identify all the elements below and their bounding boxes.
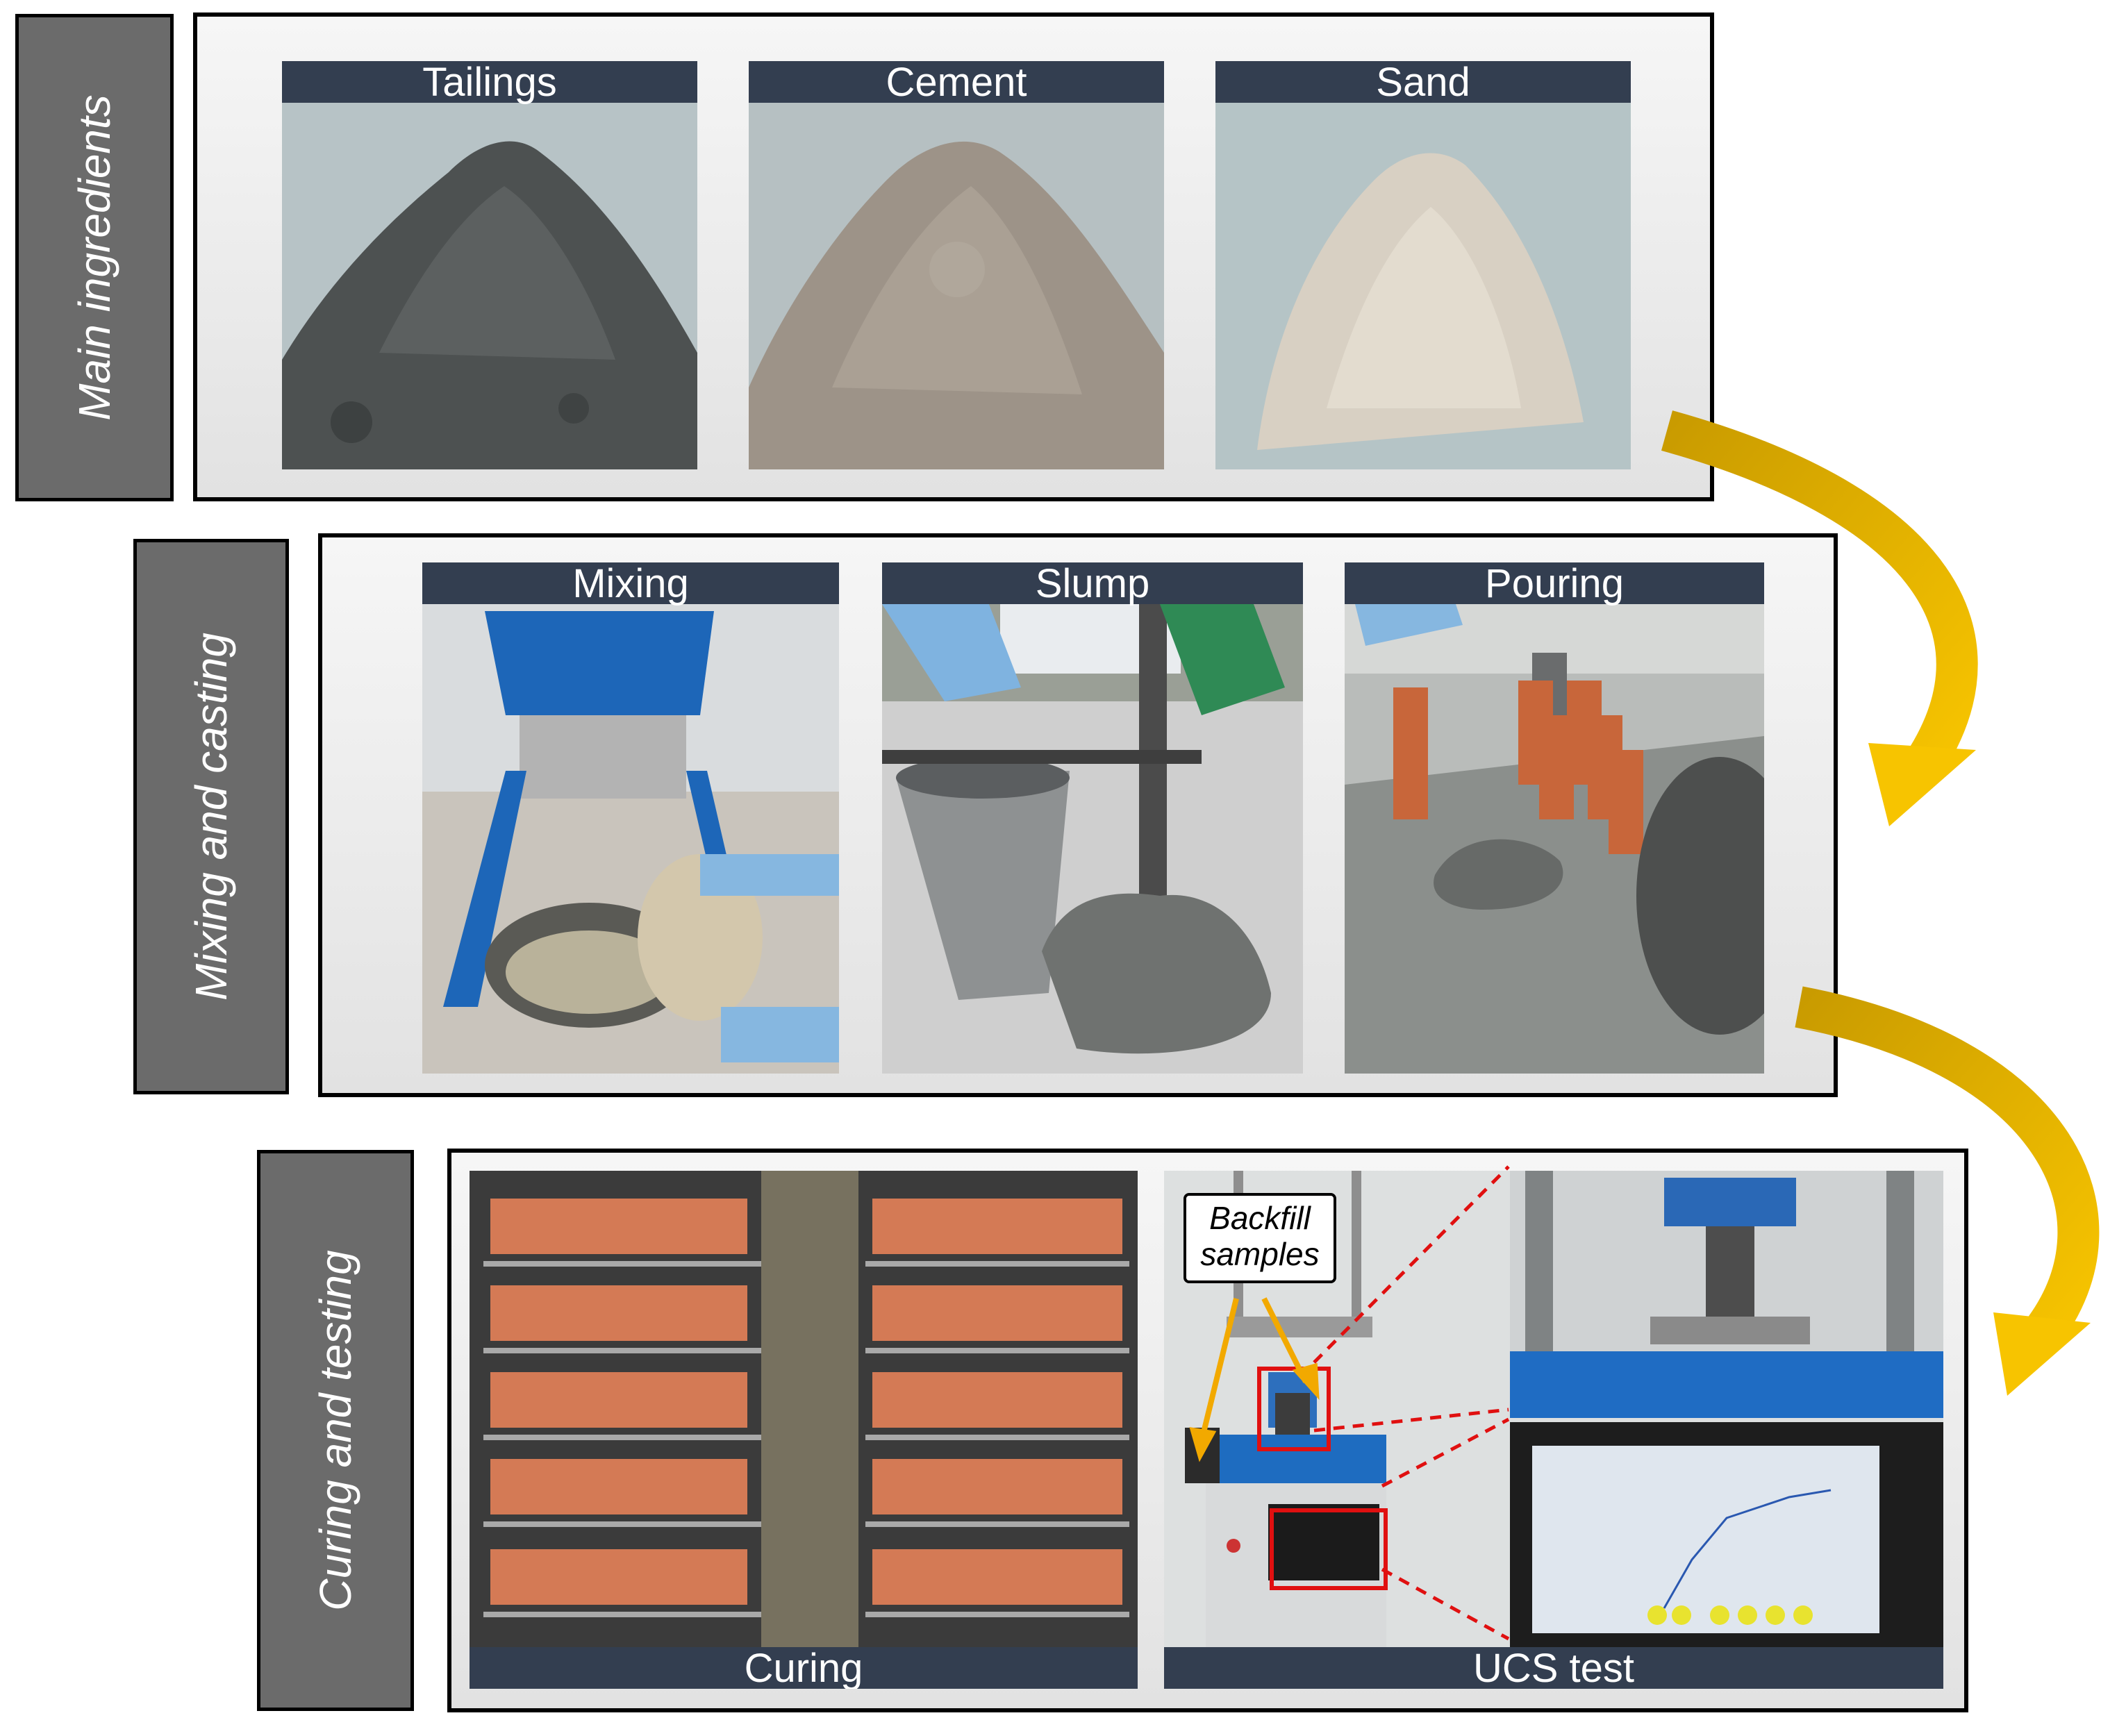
caption-tailings: Tailings — [282, 61, 697, 104]
photo-tailings: Tailings — [282, 61, 697, 469]
photo-slump: Slump — [882, 562, 1303, 1074]
stage-label-mixing-and-casting: Mixing and casting — [133, 539, 289, 1094]
mixer-image — [422, 562, 839, 1074]
backfill-samples-callout: Backfill samples — [1184, 1193, 1336, 1283]
photo-cement: Cement — [749, 61, 1164, 469]
stage-label-text: Curing and testing — [310, 1250, 360, 1611]
highlight-screen-box — [1270, 1508, 1388, 1590]
caption-mixing: Mixing — [422, 562, 839, 606]
caption-curing: Curing — [470, 1647, 1138, 1689]
sand-pile-image — [1215, 61, 1631, 469]
caption-ucs-test: UCS test — [1164, 1647, 1943, 1689]
photo-mixing: Mixing — [422, 562, 839, 1074]
curing-shelves-image — [470, 1171, 1138, 1689]
panel-curing-and-testing: Curing — [447, 1149, 1968, 1712]
caption-slump: Slump — [882, 562, 1303, 606]
callout-line-1: Backfill — [1209, 1200, 1311, 1236]
slump-test-image — [882, 562, 1303, 1074]
callout-line-2: samples — [1200, 1236, 1320, 1272]
pouring-image — [1345, 562, 1764, 1074]
stage-label-text: Main ingredients — [69, 94, 119, 421]
panel-mixing-and-casting: Mixing Slump — [318, 533, 1838, 1097]
caption-cement: Cement — [749, 61, 1164, 104]
highlight-sample-box — [1257, 1367, 1331, 1451]
photo-pouring: Pouring — [1345, 562, 1764, 1074]
stage-label-curing-and-testing: Curing and testing — [257, 1150, 414, 1711]
photo-sand: Sand — [1215, 61, 1631, 469]
stage-label-text: Mixing and casting — [186, 632, 236, 1001]
tailings-pile-image — [282, 61, 697, 469]
caption-pouring: Pouring — [1345, 562, 1764, 606]
photo-curing: Curing — [470, 1171, 1138, 1689]
panel-main-ingredients: Tailings Cement Sand — [193, 12, 1714, 501]
caption-sand: Sand — [1215, 61, 1631, 104]
cement-pile-image — [749, 61, 1164, 469]
stage-label-main-ingredients: Main ingredients — [15, 14, 174, 501]
